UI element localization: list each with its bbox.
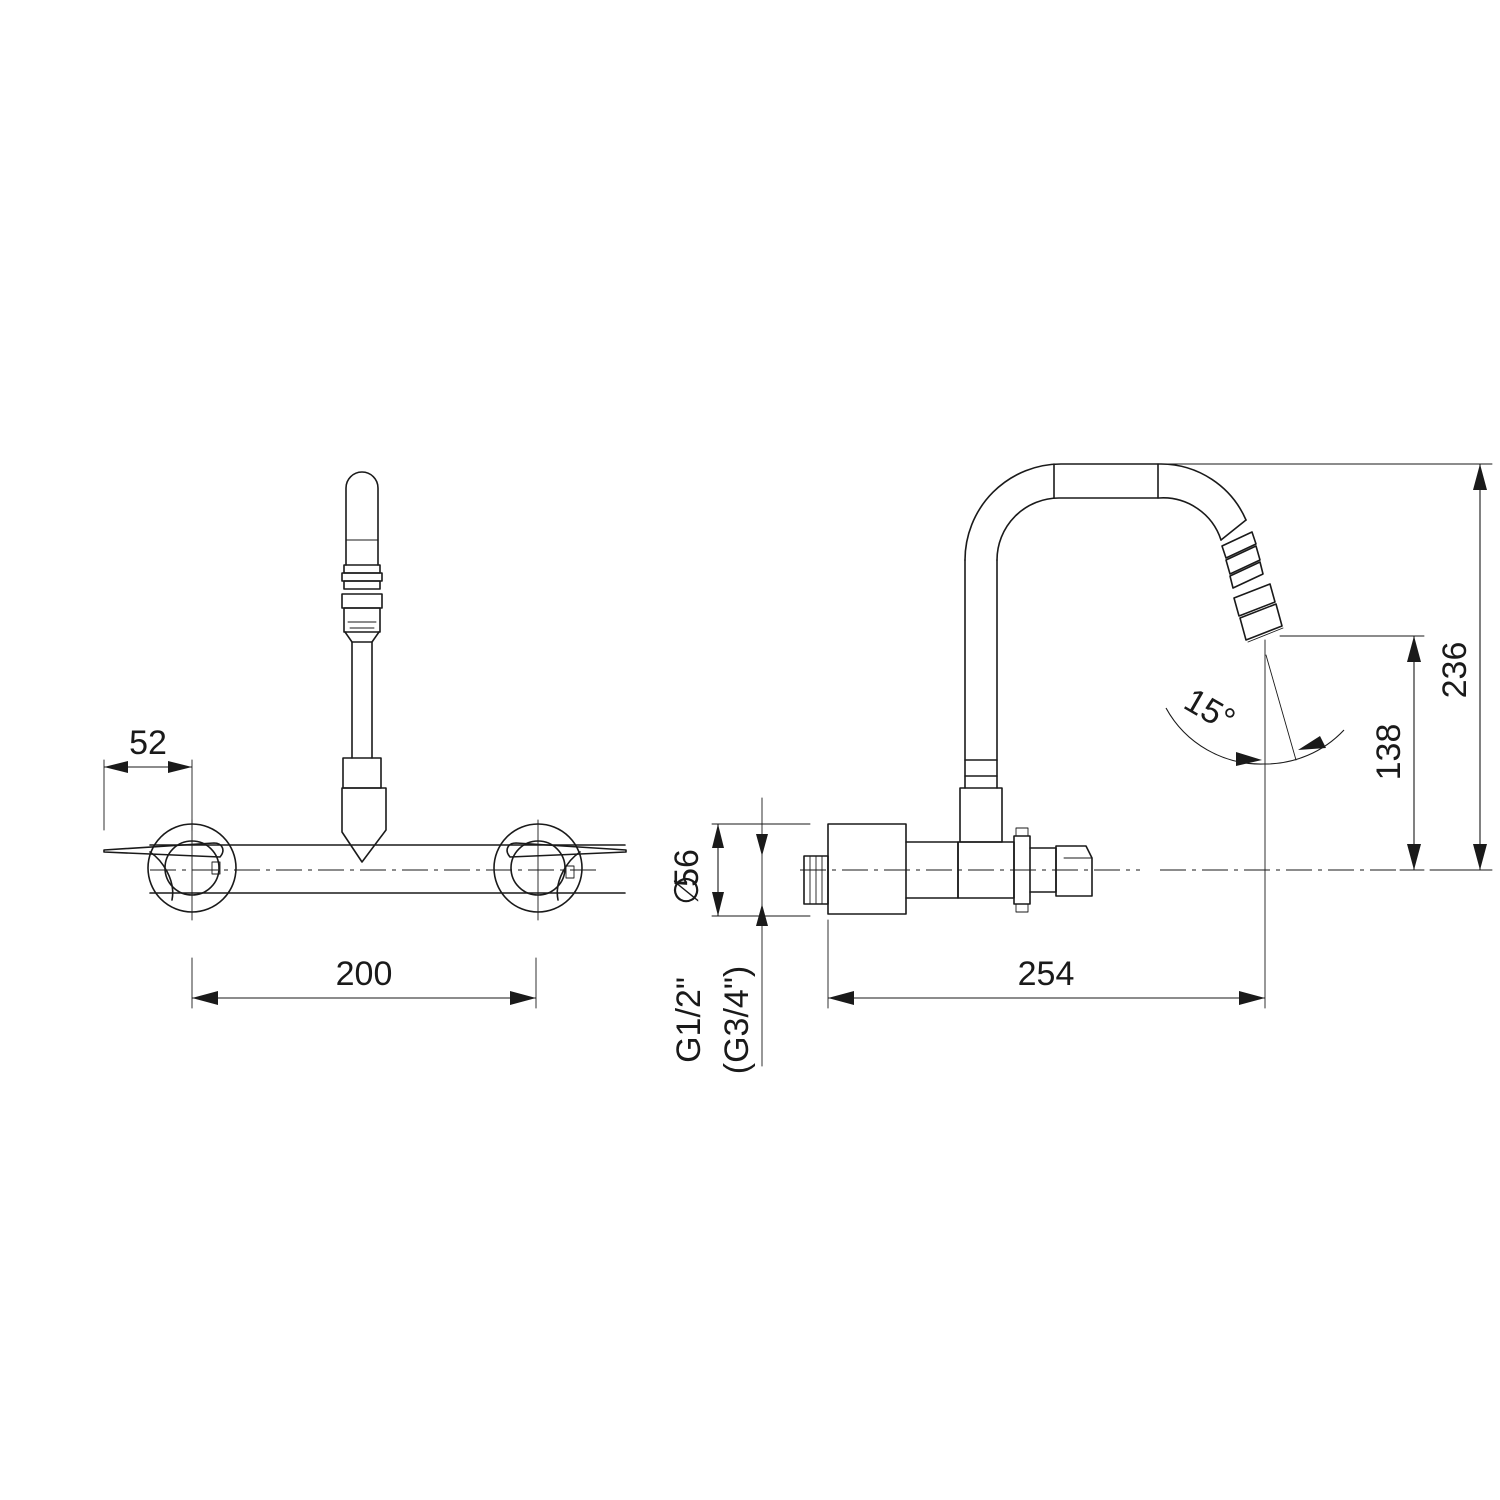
- side-view: 56 ∅ G1/2" (G3/4") 254 15°: [668, 463, 1493, 1074]
- thread-primary-label: G1/2": [670, 977, 708, 1063]
- dimension-236: 236: [1161, 463, 1493, 871]
- side-spout: [959, 463, 1247, 843]
- front-spout: [341, 471, 387, 863]
- dimension-254: 254: [827, 639, 1266, 1009]
- side-body: [800, 827, 1420, 913]
- dimension-236-label: 236: [1436, 642, 1474, 699]
- dimension-200-label: 200: [336, 955, 393, 993]
- diameter-symbol: ∅: [668, 875, 706, 905]
- front-view: 52 200: [103, 471, 627, 1009]
- dimension-138-label: 138: [1370, 724, 1408, 781]
- front-right-flange: [493, 819, 627, 921]
- dimension-52-label: 52: [129, 724, 167, 762]
- front-body: [149, 844, 626, 894]
- thread-secondary-label: (G3/4"): [718, 966, 756, 1074]
- dimension-138: 138: [1279, 635, 1425, 871]
- dimension-52: 52: [103, 724, 193, 831]
- angle-15-label: 15°: [1178, 681, 1242, 740]
- side-aerator: [1221, 531, 1284, 643]
- side-threaded-inlet: [803, 855, 829, 905]
- dimension-200: 200: [191, 955, 537, 1009]
- side-wall-flange: [827, 823, 907, 915]
- dimension-angle-15: 15°: [1165, 654, 1345, 766]
- dimension-thread: G1/2" (G3/4"): [670, 797, 768, 1074]
- dimension-diameter-56: 56 ∅: [668, 823, 811, 917]
- dimension-254-label: 254: [1018, 955, 1075, 993]
- dimension-56-label: 56: [668, 849, 706, 887]
